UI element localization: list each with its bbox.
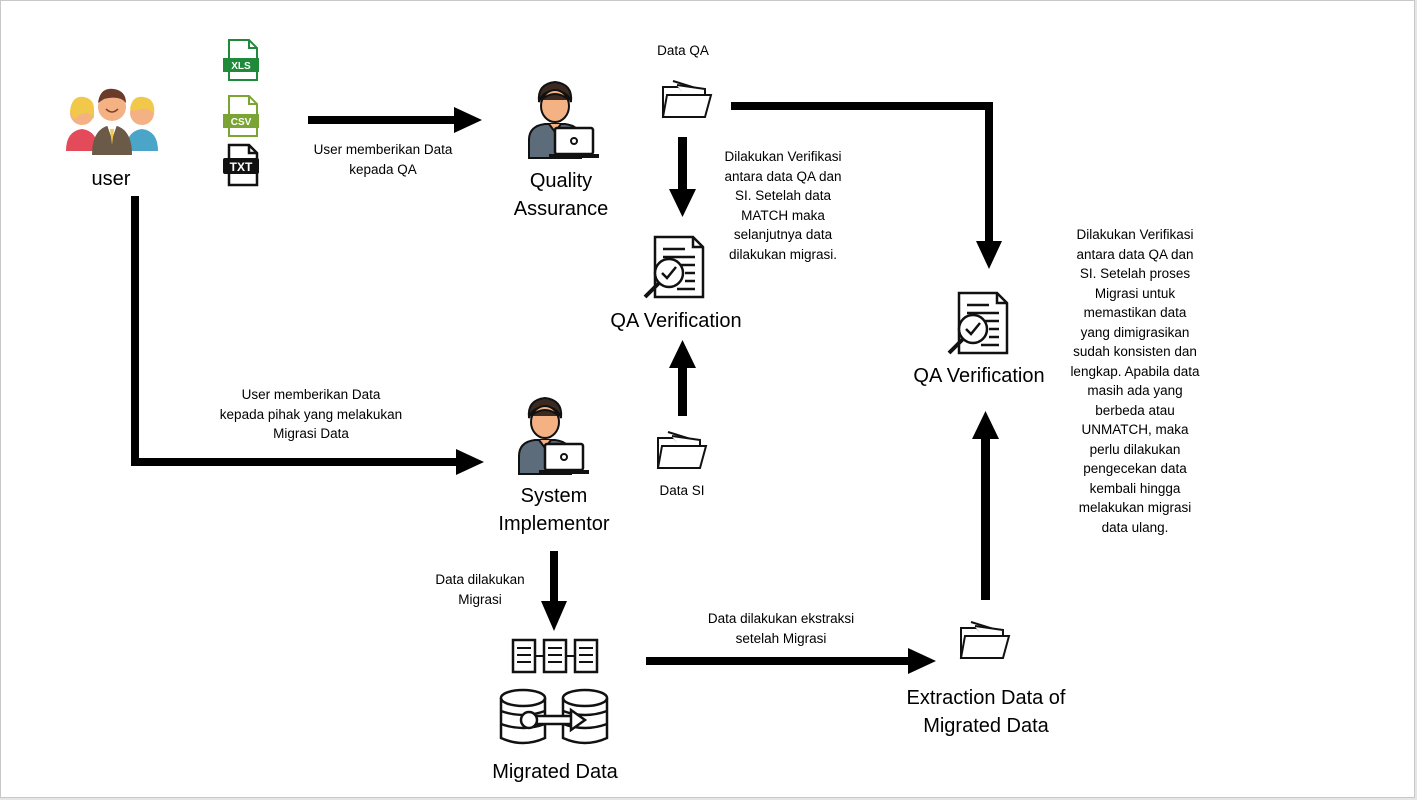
person-laptop-icon-si [518, 396, 589, 475]
arrow-si-to-migrated [550, 551, 558, 603]
arrow-head-dataqa-down [669, 189, 696, 217]
arrow-head-verif2-down [976, 241, 1002, 269]
label-data-si: Data SI [659, 483, 705, 498]
label-migration-note: Data dilakukan Migrasi [435, 572, 525, 607]
arrow-head-user-to-si [456, 449, 484, 475]
folder-icon-extraction [959, 621, 1011, 659]
label-user-to-si: User memberikan Data kepada pihak yang m… [219, 387, 403, 441]
node-extraction-label: Extraction Data of Migrated Data [906, 687, 1066, 737]
label-extraction-note: Data dilakukan ekstraksi setelah Migrasi [707, 611, 855, 646]
arrow-dataqa-right-down [985, 102, 993, 242]
arrow-head-user-to-qa [454, 107, 482, 133]
arrow-user-down-line [131, 196, 139, 466]
label-user-to-qa: User memberikan Data kepada QA [313, 142, 453, 177]
arrow-dataqa-right [731, 102, 993, 110]
label-verification-note-1: Dilakukan Verifikasi antara data QA dan … [724, 149, 842, 262]
person-laptop-icon [528, 80, 599, 159]
arrow-head-extraction-up [972, 411, 999, 439]
document-check-icon-1 [643, 235, 705, 299]
folder-icon-data-qa [661, 80, 713, 118]
svg-text:TXT: TXT [230, 160, 253, 174]
arrow-user-to-qa [308, 116, 456, 124]
arrow-dataqa-down [678, 137, 687, 191]
arrow-user-to-si [131, 458, 459, 466]
svg-text:CSV: CSV [231, 117, 252, 128]
document-check-icon-2 [947, 291, 1009, 355]
label-data-qa: Data QA [657, 43, 709, 58]
arrow-head-si-to-migrated [541, 601, 567, 631]
node-quality-assurance-label: Quality Assurance [513, 170, 609, 220]
arrow-extraction-up [981, 437, 990, 600]
node-system-implementor-label: System Implementor [498, 485, 610, 535]
xls-file-icon: XLS [223, 39, 259, 81]
users-group-icon [66, 88, 158, 155]
label-verification-note-2: Dilakukan Verifikasi antara data QA dan … [1070, 227, 1200, 535]
arrow-head-datasi-up [669, 340, 696, 368]
node-qa-verification-2-label: QA Verification [913, 365, 1045, 387]
txt-file-icon: TXT [223, 143, 259, 187]
arrow-migrated-to-extraction [646, 657, 911, 665]
arrow-datasi-up [678, 366, 687, 416]
svg-text:XLS: XLS [231, 61, 251, 72]
arrow-head-migrated-to-extraction [908, 648, 936, 674]
folder-icon-data-si [656, 431, 708, 469]
database-migration-icon [499, 638, 609, 745]
node-migrated-data-label: Migrated Data [492, 761, 618, 783]
csv-file-icon: CSV [223, 95, 259, 137]
node-user-label: user [91, 168, 131, 190]
node-qa-verification-1-label: QA Verification [610, 310, 742, 332]
